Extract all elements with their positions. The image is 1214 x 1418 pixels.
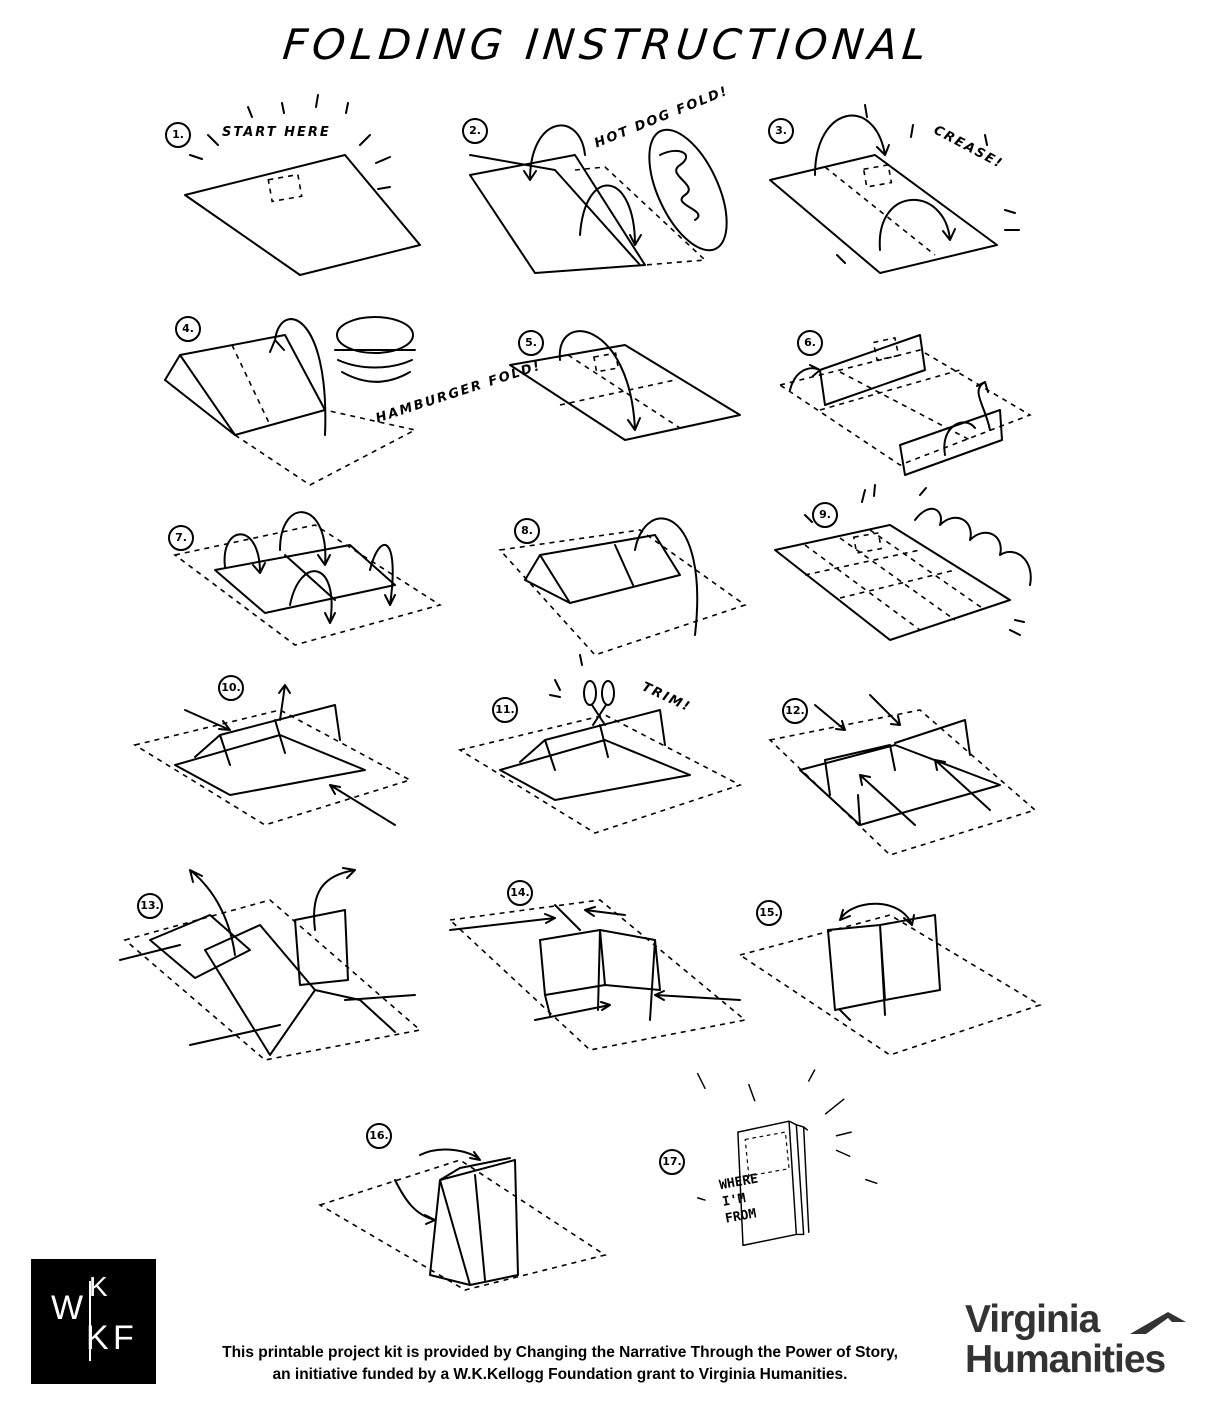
step-number-11: 11. — [492, 697, 518, 723]
step-3 — [765, 95, 1065, 285]
step-4-drawing — [164, 316, 418, 486]
wkkf-logo-k2: K — [86, 1319, 109, 1357]
step-1-drawing — [184, 94, 421, 276]
virginia-humanities-mark-icon — [1130, 1312, 1186, 1334]
step-number-1: 1. — [165, 122, 191, 148]
step-number-5: 5. — [518, 330, 544, 356]
step-number-9: 9. — [812, 502, 838, 528]
wkkf-logo-divider — [89, 1281, 91, 1361]
footer-credit: This printable project kit is provided b… — [190, 1342, 930, 1386]
footer-line-2: an initiative funded by a W.K.Kellogg Fo… — [272, 1366, 848, 1383]
step-number-2: 2. — [462, 118, 488, 144]
step-11-drawing — [457, 654, 743, 834]
step-5-drawing — [509, 330, 741, 441]
step-10 — [132, 665, 435, 855]
step-12-drawing — [768, 694, 1037, 856]
step-number-12: 12. — [782, 698, 808, 724]
step-10-drawing — [132, 684, 413, 826]
virginia-humanities-logo: Virginia Humanities — [965, 1300, 1195, 1380]
wkkf-logo-w: W — [51, 1289, 84, 1327]
step-13-drawing — [119, 867, 422, 1061]
step-number-7: 7. — [168, 525, 194, 551]
step-number-17: 17. — [659, 1149, 685, 1175]
step-17-drawing — [696, 1069, 878, 1247]
step-number-13: 13. — [137, 893, 163, 919]
step-16-drawing — [318, 1148, 607, 1291]
step-8-drawing — [498, 517, 747, 656]
step-4 — [160, 310, 460, 500]
step-8 — [495, 495, 795, 685]
virginia-humanities-line-2: Humanities — [965, 1338, 1166, 1381]
step-7 — [165, 495, 465, 685]
step-number-15: 15. — [756, 900, 782, 926]
step-2 — [460, 95, 760, 285]
step-9 — [770, 484, 1070, 680]
wkkf-logo-k1: K — [89, 1271, 108, 1302]
step-6 — [778, 310, 1080, 500]
step-1 — [160, 94, 460, 285]
step-6-drawing — [778, 334, 1032, 476]
step-14-drawing — [448, 899, 747, 1051]
step-15-drawing — [738, 902, 1042, 1056]
step-2-drawing — [469, 124, 728, 274]
step-17 — [650, 1069, 950, 1260]
note-start-here: START HERE — [222, 125, 331, 140]
step-number-4: 4. — [175, 316, 201, 342]
wkkf-logo-f: F — [113, 1319, 134, 1357]
step-number-6: 6. — [797, 330, 823, 356]
step-13 — [119, 860, 422, 1061]
footer-line-1: This printable project kit is provided b… — [222, 1344, 898, 1361]
step-7-drawing — [173, 511, 442, 646]
step-15 — [738, 880, 1042, 1070]
step-9-drawing — [774, 484, 1032, 641]
wkkf-logo: W K K F — [31, 1259, 156, 1384]
step-16 — [318, 1120, 620, 1310]
virginia-humanities-line-1: Virginia — [965, 1298, 1100, 1341]
step-5 — [500, 310, 800, 500]
step-number-14: 14. — [507, 880, 533, 906]
page-title: FOLDING INSTRUCTIONAL — [280, 20, 934, 69]
step-number-3: 3. — [768, 118, 794, 144]
step-12 — [768, 675, 1070, 865]
step-14 — [448, 860, 750, 1051]
step-11 — [457, 654, 760, 855]
step-number-8: 8. — [514, 518, 540, 544]
step-3-drawing — [769, 104, 1020, 274]
step-number-16: 16. — [366, 1123, 392, 1149]
step-number-10: 10. — [218, 675, 244, 701]
book-cover-title: WHERE I'M FROM — [718, 1171, 760, 1227]
